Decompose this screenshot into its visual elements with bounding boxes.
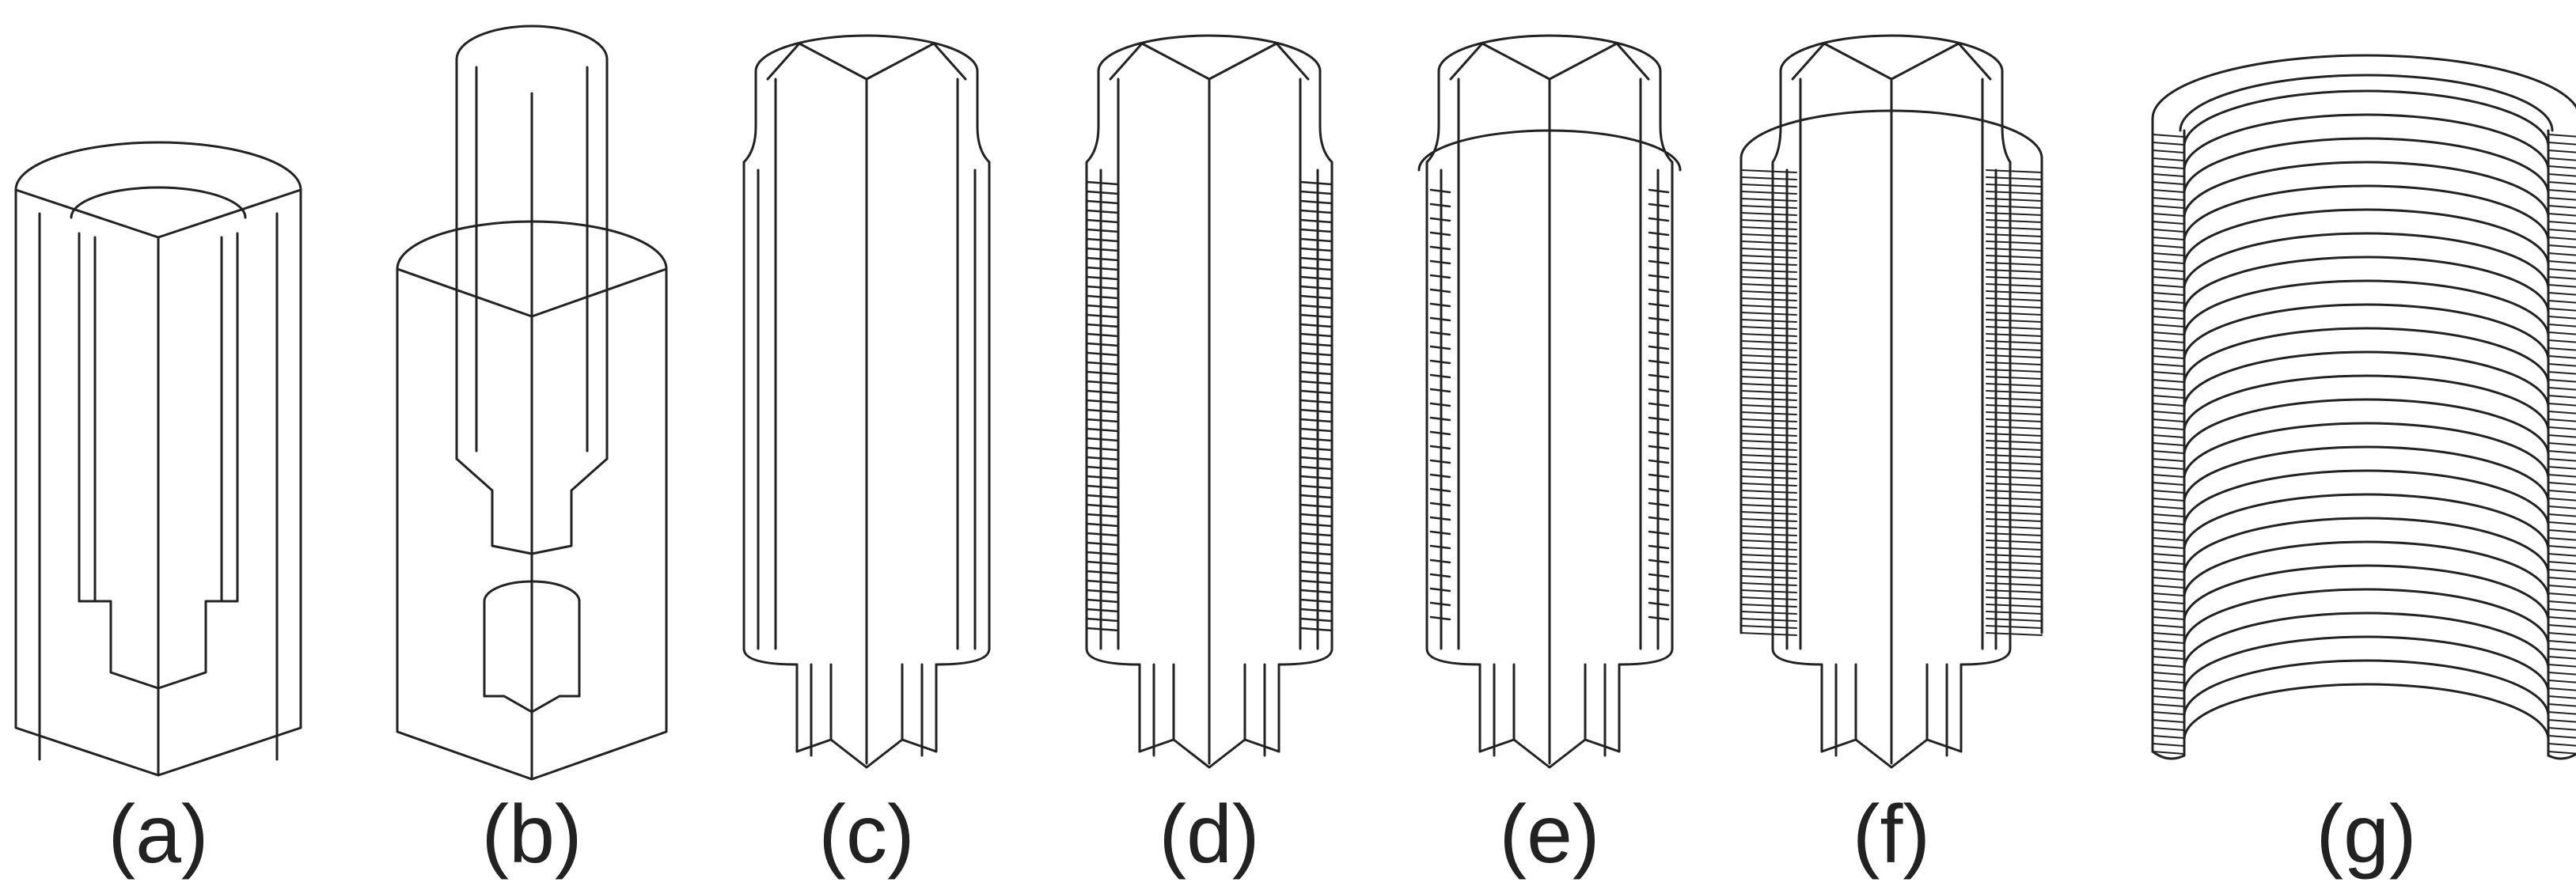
part-g <box>2151 54 2576 760</box>
panel-label-d: (d) <box>1159 789 1259 880</box>
part-f <box>1739 34 2043 769</box>
panel-label-b: (b) <box>481 789 582 880</box>
part-e <box>1417 34 1682 769</box>
panel-label-c: (c) <box>818 789 914 880</box>
panel-label-f: (f) <box>1853 789 1930 880</box>
part-c <box>742 34 991 769</box>
part-a <box>14 141 302 777</box>
part-b <box>396 25 668 781</box>
panel-label-g: (g) <box>2316 789 2416 880</box>
panel-label-e: (e) <box>1499 789 1599 880</box>
panel-label-a: (a) <box>108 789 208 880</box>
figure-parts <box>14 25 2576 781</box>
part-d <box>1085 34 1334 769</box>
